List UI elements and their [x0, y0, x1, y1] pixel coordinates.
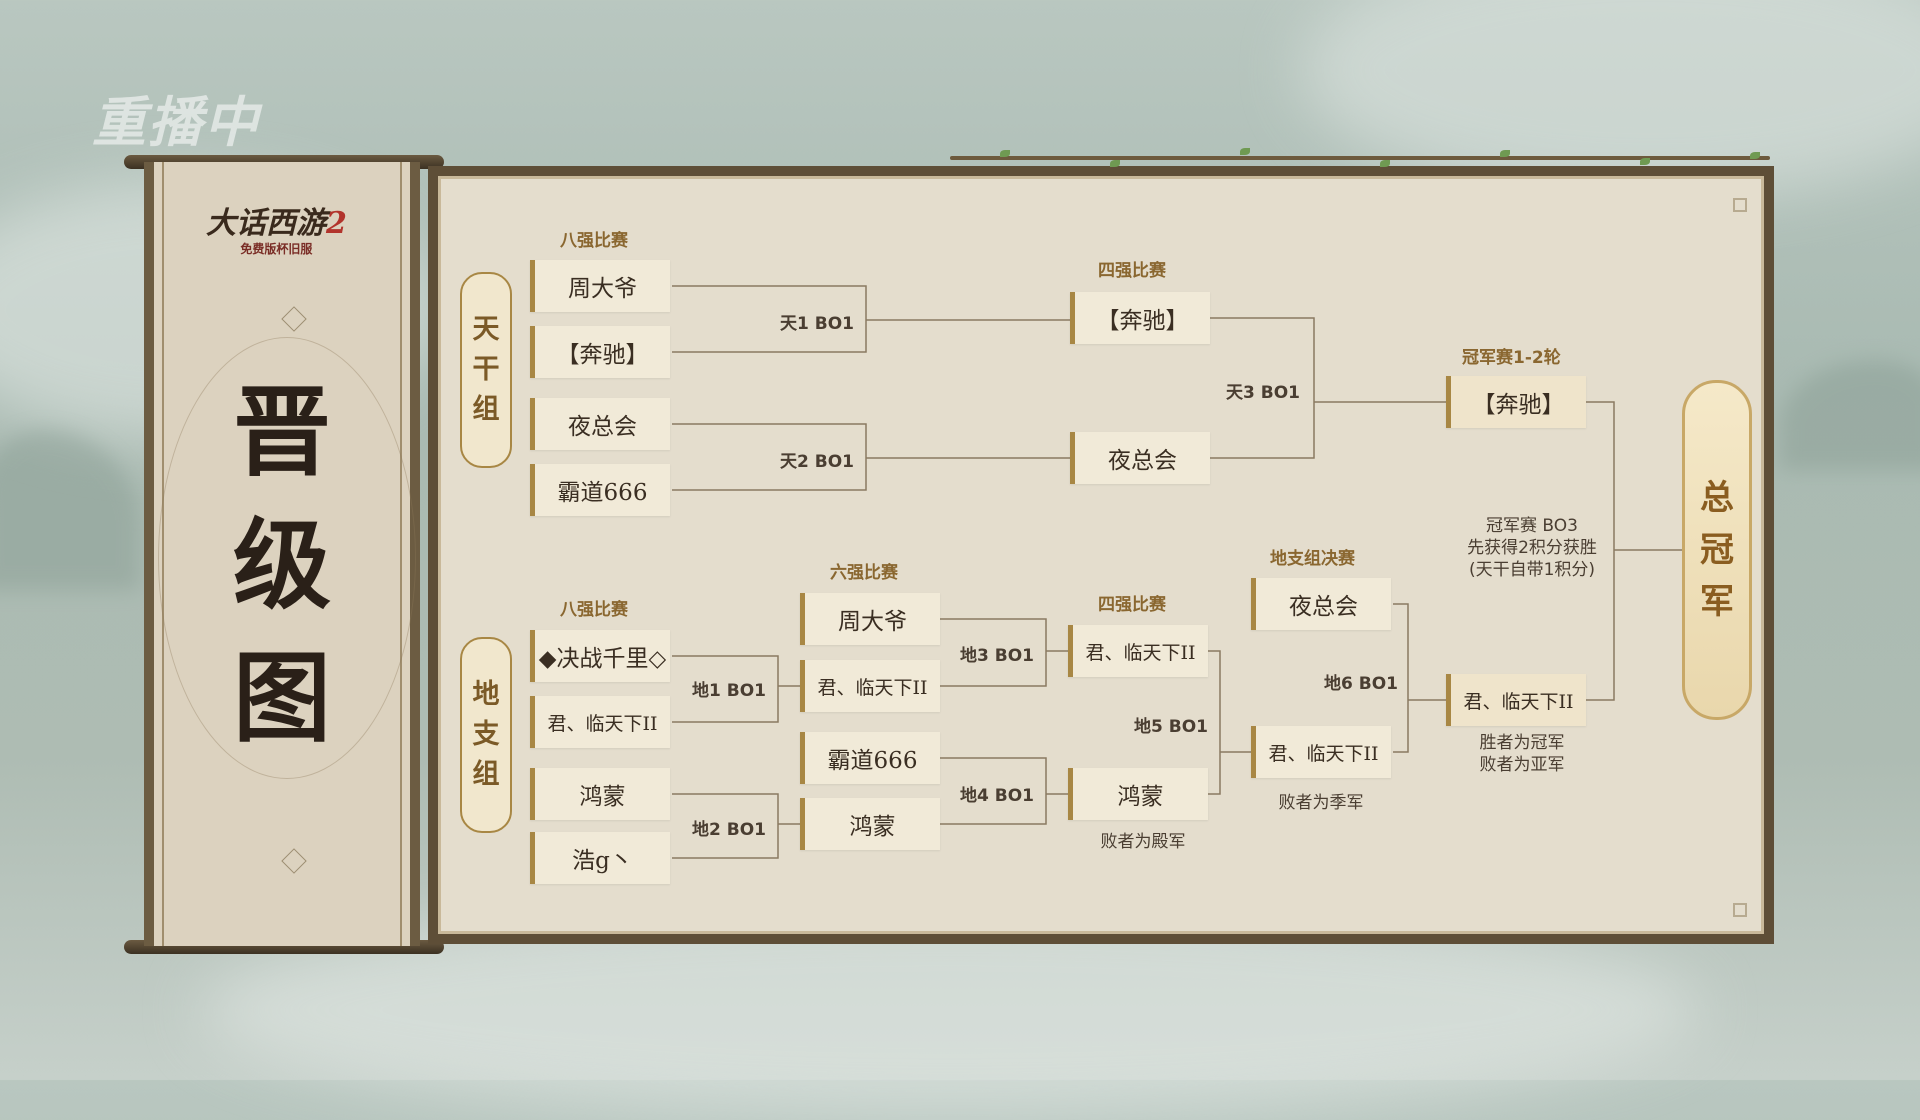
team-slot: 君、临天下II [1068, 625, 1208, 677]
match-label-d6: 地6 BO1 [1324, 674, 1398, 694]
title-scroll: 大话西游2 免费版杯旧服 晋 级 图 [144, 162, 420, 946]
match-label-d1: 地1 BO1 [692, 681, 766, 701]
bracket-lines [672, 285, 1682, 859]
match-label-d5: 地5 BO1 [1134, 717, 1208, 737]
team-slot: 夜总会 [530, 398, 670, 450]
circle-ornament [158, 337, 416, 779]
team-slot: 霸道666 [530, 464, 670, 516]
team-slot: 鸿蒙 [1068, 768, 1208, 820]
team-slot: 【奔驰】 [1070, 292, 1210, 344]
page-title-char-1: 晋 [232, 375, 331, 490]
team-slot: 夜总会 [1070, 432, 1210, 484]
group-tag-tiangan: 天 干 组 [460, 272, 512, 468]
stage-dizhi-round6: 六强比赛 [830, 563, 898, 583]
match-label-d4: 地4 BO1 [960, 786, 1034, 806]
team-slot: 霸道666 [800, 732, 940, 784]
team-slot: 夜总会 [1251, 578, 1391, 630]
team-slot: 浩g丶 [530, 832, 670, 884]
stage-dizhi-round4: 四强比赛 [1098, 595, 1166, 615]
team-slot: 鸿蒙 [530, 768, 670, 820]
match-label-d3: 地3 BO1 [960, 646, 1034, 666]
fourth-place-note: 败者为殿军 [1100, 832, 1186, 852]
final-result-note: 胜者为冠军 败者为亚军 [1479, 733, 1565, 775]
replay-indicator: 重播中 [92, 91, 260, 154]
team-slot: 君、临天下II [1446, 674, 1586, 726]
stage-tiangan-round8: 八强比赛 [560, 231, 628, 251]
match-label-t2: 天2 BO1 [780, 452, 854, 472]
third-place-note: 败者为季军 [1278, 793, 1364, 813]
team-slot: 鸿蒙 [800, 798, 940, 850]
group-tag-dizhi: 地 支 组 [460, 637, 512, 833]
stage-tiangan-round4: 四强比赛 [1098, 261, 1166, 281]
vine-decoration [950, 156, 1770, 160]
team-slot: 君、临天下II [1251, 726, 1391, 778]
team-slot: 君、临天下II [530, 696, 670, 748]
match-label-t1: 天1 BO1 [780, 314, 854, 334]
team-slot: 周大爷 [530, 260, 670, 312]
stage-final-rounds: 冠军赛1-2轮 [1462, 348, 1561, 368]
match-label-t3: 天3 BO1 [1226, 383, 1300, 403]
logo-number: 2 [326, 206, 347, 241]
logo-subtitle: 免费版杯旧服 [240, 242, 313, 256]
stage-dizhi-round8: 八强比赛 [560, 600, 628, 620]
logo-text: 大话西游 [206, 206, 326, 241]
champion-banner: 总 冠 军 [1682, 380, 1752, 720]
team-slot: 君、临天下II [800, 660, 940, 712]
page-title-char-3: 图 [232, 641, 331, 756]
game-logo: 大话西游2 免费版杯旧服 [206, 198, 347, 257]
team-slot: 周大爷 [800, 593, 940, 645]
team-slot: ◆决战千里◇ [530, 630, 670, 682]
team-slot: 【奔驰】 [1446, 376, 1586, 428]
final-rule-note: 冠军赛 BO3 先获得2积分获胜 (天干自带1积分) [1467, 516, 1597, 580]
stage-dizhi-final: 地支组决赛 [1270, 549, 1355, 569]
team-slot: 【奔驰】 [530, 326, 670, 378]
page-title-char-2: 级 [232, 508, 331, 623]
match-label-d2: 地2 BO1 [692, 820, 766, 840]
